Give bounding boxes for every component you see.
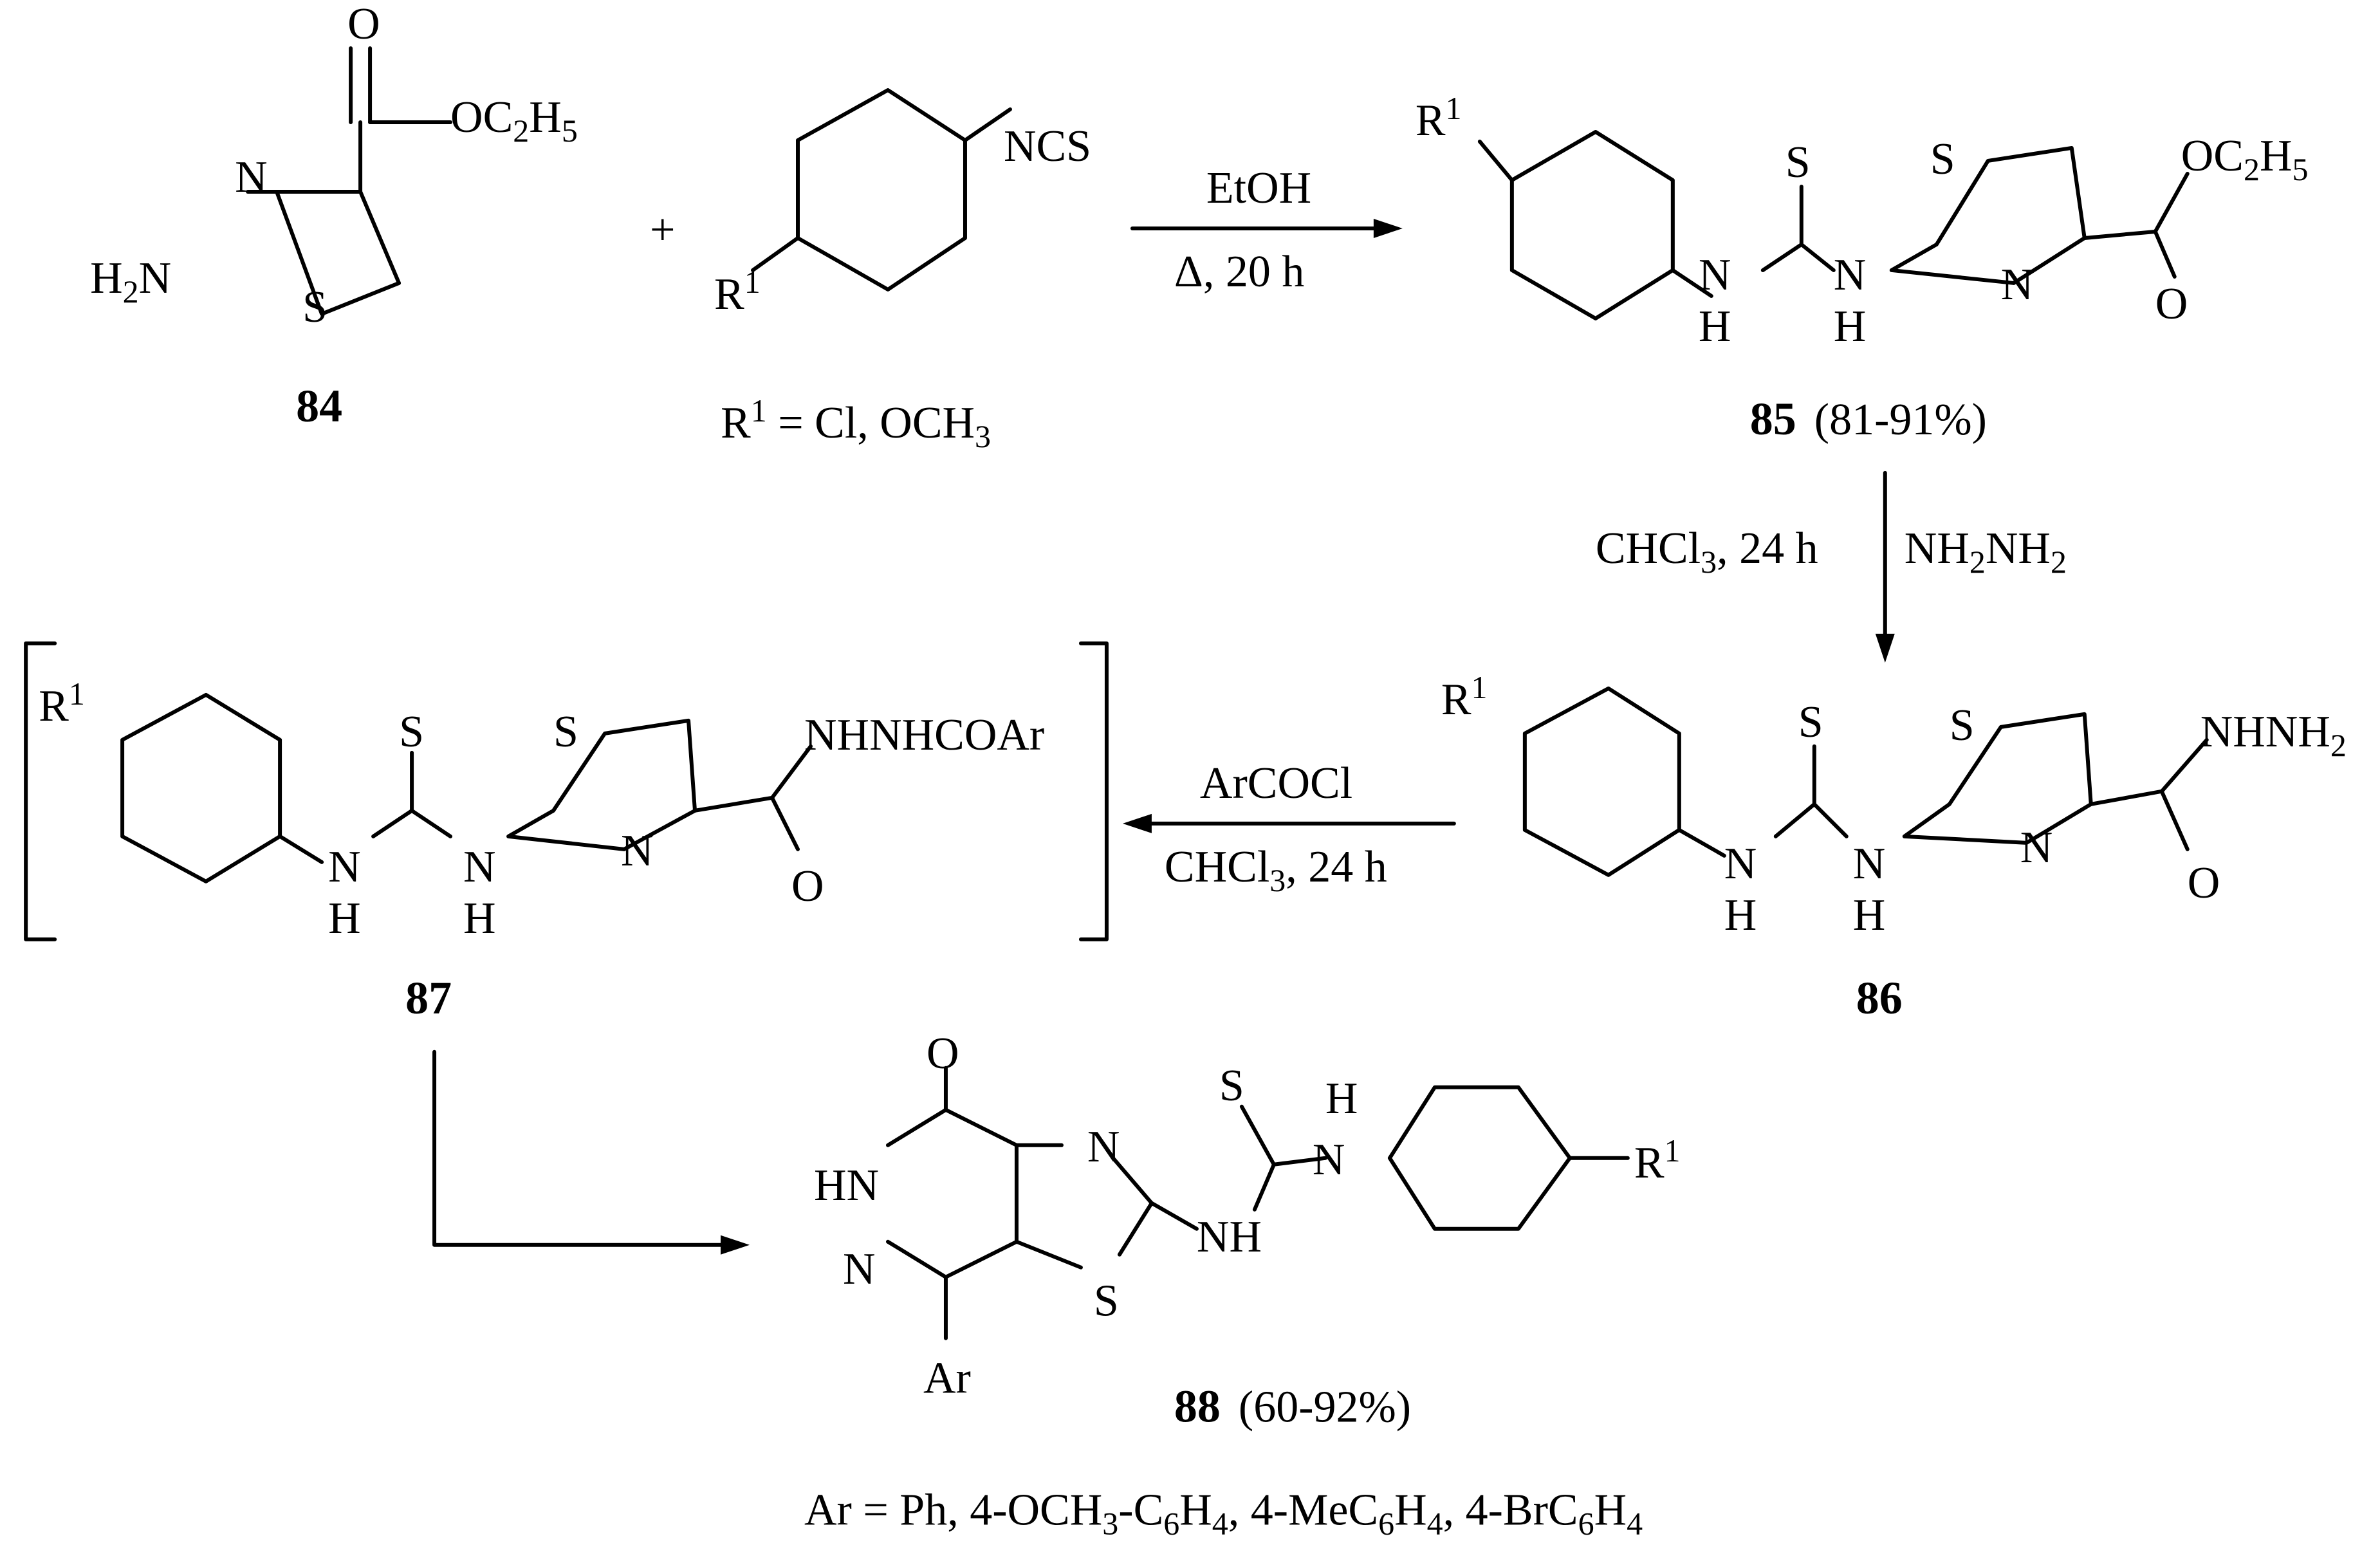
plus-sign: + [650, 205, 675, 255]
r1-label-85: R1 [1416, 90, 1462, 145]
reagent-arcocl: ArCOCl [1200, 759, 1352, 808]
compound-88: O HN N N S S NH H N R1 Ar 88 (60-92%) Ar… [804, 1029, 1681, 1542]
compound-87: R1 S N H N H S N NHNHCOAr O 87 [24, 641, 1109, 1024]
atom-nh-1-86: N [1724, 839, 1757, 889]
atom-s-thiazole: S [1930, 134, 1955, 184]
atom-n: N [235, 152, 268, 202]
atom-o-88: O [927, 1029, 959, 1078]
atom-h-2-86: H [1853, 891, 1886, 940]
compound-number-85: 85 [1750, 393, 1796, 445]
atom-o: O [347, 0, 380, 49]
r1-label-88: R1 [1634, 1132, 1681, 1188]
yield-88: (60-92%) [1239, 1383, 1411, 1432]
hn-label: HN [814, 1161, 879, 1210]
atom-s-thiazole-87: S [553, 707, 578, 757]
arrow-step2: CHCl3, 24 h NH2NH2 [1596, 470, 2067, 663]
atom-o-86: O [2188, 858, 2220, 908]
r1-label-86: R1 [1441, 669, 1488, 725]
r1-label: R1 [714, 264, 761, 319]
atom-n-thiazole-87: N [621, 826, 654, 876]
atom-h-1-87: H [328, 894, 361, 943]
atom-n-aniline-88: N [1313, 1135, 1345, 1185]
atom-nh-2: N [1834, 250, 1867, 300]
compound-84: N S O OC2H5 H2N 84 [90, 0, 578, 432]
atom-nh-2-86: N [1853, 839, 1886, 889]
atom-h-1: H [1699, 302, 1731, 351]
atom-h-88: H [1325, 1074, 1358, 1123]
compound-86: R1 S N H N H S N NHNH2 O 86 [1441, 669, 2347, 1024]
compound-number-84: 84 [296, 380, 342, 432]
atom-s-thiourea-87: S [399, 707, 424, 757]
atom-nh-2-87: N [463, 842, 496, 892]
atom-n-thiazole-88: N [1087, 1122, 1120, 1172]
atom-nh-1-87: N [328, 842, 361, 892]
atom-s: S [302, 282, 327, 332]
atom-h-2: H [1834, 302, 1867, 351]
arrow-step1: EtOH Δ, 20 h [1130, 163, 1403, 297]
condition-heat: Δ, 20 h [1174, 247, 1304, 297]
r1-definition: R1 = Cl, OCH3 [721, 393, 991, 454]
compound-number-86: 86 [1856, 972, 1903, 1024]
ncs-group: NCS [1004, 122, 1091, 171]
atom-s-thiourea: S [1785, 138, 1811, 187]
atom-n-thiazole: N [2001, 260, 2034, 310]
condition-step2: CHCl3, 24 h [1596, 524, 1818, 580]
ar-definition: Ar = Ph, 4-OCH3-C6H4, 4-MeC6H4, 4-BrC6H4 [804, 1486, 1643, 1542]
atom-s-thiourea-88: S [1219, 1061, 1244, 1111]
atom-s-thiazole-86: S [1950, 701, 1975, 750]
arrow-step4 [432, 1049, 750, 1255]
compound-number-87: 87 [405, 972, 452, 1024]
compound-85: R1 S N H N H S N OC2H5 O 85 (81-91%) [1416, 90, 2309, 445]
aryl-isothiocyanate: NCS R1 R1 = Cl, OCH3 [714, 88, 1091, 454]
ester-label: OC2H5 [450, 93, 578, 149]
yield-85: (81-91%) [1814, 395, 1987, 445]
atom-o-85: O [2155, 279, 2188, 329]
acylhydrazide-label: NHNHCOAr [804, 710, 1044, 760]
ar-label-88: Ar [923, 1354, 971, 1403]
r1-label-87: R1 [39, 676, 85, 731]
atom-nh-1: N [1699, 250, 1731, 300]
reagent-hydrazine: NH2NH2 [1905, 524, 2067, 580]
arrow-step3: ArCOCl CHCl3, 24 h [1122, 759, 1456, 898]
atom-h-1-86: H [1724, 891, 1757, 940]
condition-step3: CHCl3, 24 h [1165, 842, 1387, 898]
compound-number-88: 88 [1174, 1381, 1221, 1432]
atom-s-thiazole-88: S [1094, 1277, 1119, 1326]
atom-n-88: N [843, 1244, 876, 1294]
atom-h-2-87: H [463, 894, 496, 943]
ester-label-85: OC2H5 [2181, 131, 2309, 187]
atom-s-thiourea-86: S [1798, 698, 1823, 747]
amine-label: H2N [90, 254, 171, 310]
atom-n-thiazole-86: N [2020, 823, 2053, 873]
hydrazide-label: NHNH2 [2200, 707, 2347, 763]
reagent-etoh: EtOH [1206, 163, 1311, 213]
nh-label-88: NH [1197, 1212, 1262, 1262]
atom-o-87: O [791, 862, 824, 911]
